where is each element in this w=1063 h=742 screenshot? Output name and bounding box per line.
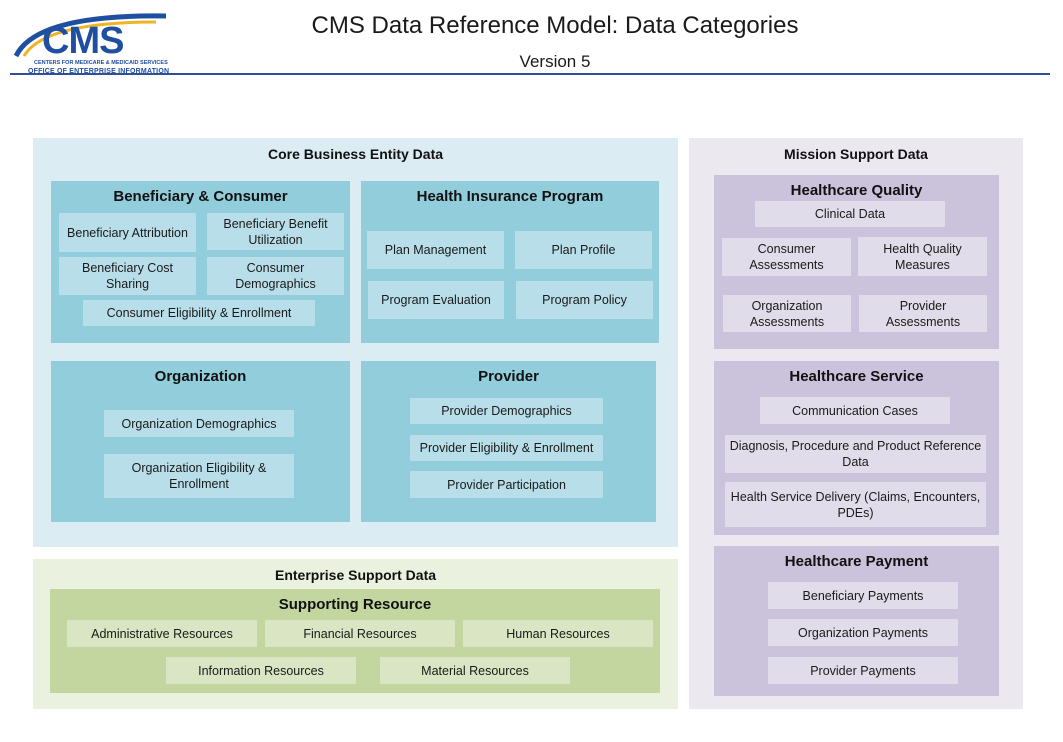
box-title: Healthcare Service [789,368,924,385]
box-title: Health Insurance Program [416,188,604,205]
healthcare-payment-box: Healthcare Payment Beneficiary Payments … [714,546,999,696]
header-divider [10,73,1050,75]
category-item[interactable]: Information Resources [166,657,356,684]
logo-line-2: OFFICE OF ENTERPRISE INFORMATION [28,68,170,75]
category-item[interactable]: Beneficiary Payments [768,582,958,609]
enterprise-support-panel: Enterprise Support Data Supporting Resou… [33,559,678,709]
category-item[interactable]: Organization Demographics [104,410,294,437]
logo-swoosh-icon [13,13,167,58]
healthcare-service-box: Healthcare Service Communication Cases D… [714,361,999,535]
category-item[interactable]: Beneficiary Attribution [59,213,196,252]
panel-title: Mission Support Data [784,146,928,162]
box-title: Organization [154,368,247,385]
supporting-resource-box: Supporting Resource Administrative Resou… [50,589,660,693]
category-item[interactable]: Diagnosis, Procedure and Product Referen… [725,435,986,473]
category-item[interactable]: Organization Payments [768,619,958,646]
category-item[interactable]: Plan Profile [515,231,652,269]
category-item[interactable]: Administrative Resources [67,620,257,647]
category-item[interactable]: Clinical Data [755,201,945,227]
page-title: CMS Data Reference Model: Data Categorie… [311,12,799,39]
category-item[interactable]: Provider Payments [768,657,958,684]
category-item[interactable]: Plan Management [367,231,504,269]
category-item[interactable]: Organization Eligibility & Enrollment [104,454,294,498]
category-item[interactable]: Provider Demographics [410,398,603,424]
core-business-entity-panel: Core Business Entity Data Beneficiary & … [33,138,678,547]
cms-logo: CMS CENTERS FOR MEDICARE & MEDICAID SERV… [6,8,186,76]
category-item[interactable]: Health Quality Measures [858,237,987,276]
category-item[interactable]: Beneficiary Cost Sharing [59,257,196,295]
box-title: Healthcare Payment [784,553,929,570]
page-subtitle: Version 5 [519,52,591,71]
healthcare-quality-box: Healthcare Quality Clinical Data Consume… [714,175,999,349]
category-item[interactable]: Consumer Eligibility & Enrollment [83,300,315,326]
category-item[interactable]: Consumer Assessments [722,238,851,276]
panel-title: Core Business Entity Data [267,146,444,162]
box-title: Supporting Resource [278,596,432,613]
category-item[interactable]: Financial Resources [265,620,455,647]
logo-line-1: CENTERS FOR MEDICARE & MEDICAID SERVICES [34,60,168,66]
panel-title: Enterprise Support Data [274,567,437,583]
health-insurance-program-box: Health Insurance Program Plan Management… [361,181,659,343]
category-item[interactable]: Communication Cases [760,397,950,424]
category-item[interactable]: Consumer Demographics [207,257,344,295]
box-title: Healthcare Quality [790,182,923,199]
category-item[interactable]: Health Service Delivery (Claims, Encount… [725,482,986,527]
beneficiary-consumer-box: Beneficiary & Consumer Beneficiary Attri… [51,181,350,343]
provider-box: Provider Provider Demographics Provider … [361,361,656,522]
box-title: Beneficiary & Consumer [113,188,288,205]
category-item[interactable]: Human Resources [463,620,653,647]
category-item[interactable]: Program Evaluation [368,281,504,319]
mission-support-panel: Mission Support Data Healthcare Quality … [689,138,1023,709]
category-item[interactable]: Provider Assessments [859,295,987,332]
category-item[interactable]: Program Policy [516,281,653,319]
organization-box: Organization Organization Demographics O… [51,361,350,522]
category-item[interactable]: Beneficiary Benefit Utilization [207,213,344,250]
logo-mark: CMS [42,20,124,62]
category-item[interactable]: Organization Assessments [723,295,851,332]
box-title: Provider [478,368,539,385]
category-item[interactable]: Material Resources [380,657,570,684]
category-item[interactable]: Provider Participation [410,471,603,498]
category-item[interactable]: Provider Eligibility & Enrollment [410,435,603,461]
